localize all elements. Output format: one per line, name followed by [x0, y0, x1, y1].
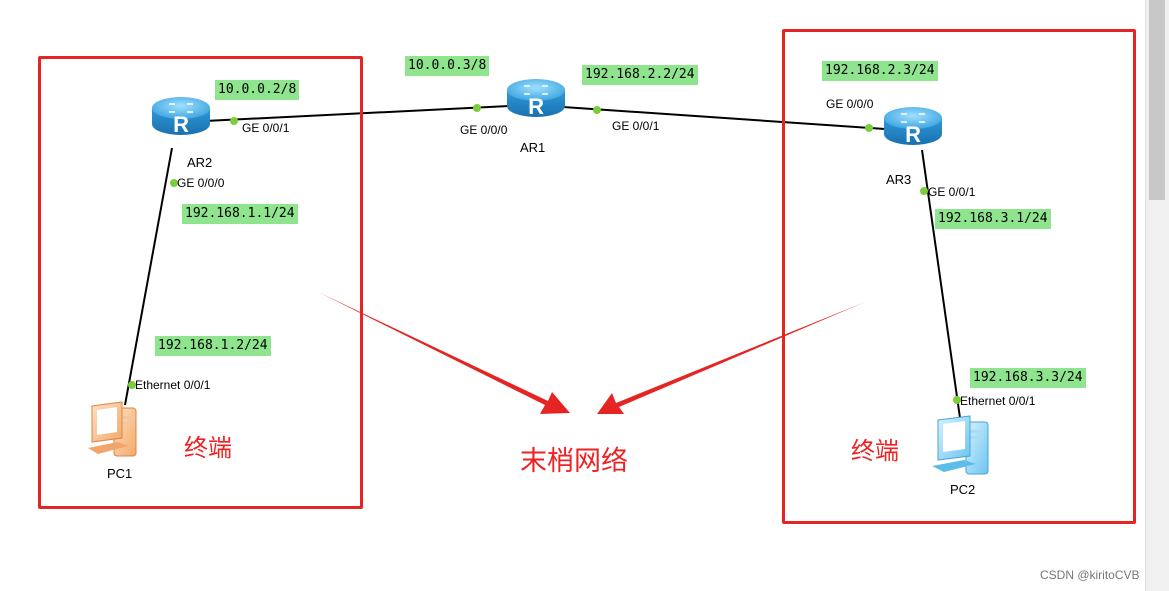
annotation-stub-network: 末梢网络	[520, 446, 628, 477]
arrow-left-to-stub	[318, 292, 570, 414]
link-ar2-ar1	[204, 105, 511, 122]
port-label-ar2-ge001: GE 0/0/1	[242, 121, 290, 135]
ip-label-ar3-ge001: 192.168.3.1/24	[935, 209, 1051, 229]
device-label-ar1: AR1	[520, 140, 546, 155]
ip-label-pc2-eth: 192.168.3.3/24	[970, 368, 1086, 388]
ip-label-ar3-ge000: 192.168.2.3/24	[822, 61, 938, 81]
pc2-icon[interactable]	[932, 415, 989, 475]
port-label-ar3-ge001: GE 0/0/1	[928, 185, 976, 199]
port-label-ar3-ge000: GE 0/0/0	[826, 97, 874, 111]
link-ar2-pc1	[124, 147, 173, 406]
annotation-right-terminal: 终端	[851, 437, 899, 465]
port-label-ar1-ge000: GE 0/0/0	[460, 123, 508, 137]
device-label-pc2: PC2	[950, 482, 976, 497]
pc1-icon[interactable]	[88, 401, 137, 457]
ip-label-ar2-ge000: 192.168.1.1/24	[182, 204, 298, 224]
port-label-ar1-ge001: GE 0/0/1	[612, 119, 660, 133]
ip-label-ar1-ge000: 10.0.0.3/8	[405, 56, 490, 76]
ip-label-pc1-eth: 192.168.1.2/24	[155, 336, 271, 356]
scrollbar-thumb[interactable]	[1149, 0, 1165, 200]
annotation-left-terminal: 终端	[184, 434, 232, 462]
right-terminal-box	[782, 29, 1136, 524]
left-terminal-box	[38, 56, 363, 509]
device-label-ar2: AR2	[187, 155, 213, 170]
port-dot-ar2-ge000	[170, 179, 178, 187]
port-label-ar2-ge000: GE 0/0/0	[177, 176, 225, 190]
link-ar1-ar3	[562, 106, 886, 130]
router-ar1-icon[interactable]	[506, 78, 566, 120]
ip-label-ar2-ge001: 10.0.0.2/8	[215, 80, 300, 100]
port-dot-ar3-ge001	[920, 187, 928, 195]
device-label-pc1: PC1	[107, 466, 133, 481]
watermark: CSDN @kiritoCVB	[1040, 568, 1140, 582]
link-ar3-pc2	[921, 149, 961, 419]
port-dot-ar2-ge001	[230, 117, 238, 125]
port-label-pc1-eth: Ethernet 0/0/1	[135, 378, 211, 392]
port-dot-pc1-eth	[128, 381, 136, 389]
device-label-ar3: AR3	[886, 172, 912, 187]
port-label-pc2-eth: Ethernet 0/0/1	[960, 394, 1036, 408]
port-dot-pc2-eth	[953, 396, 961, 404]
port-dot-ar3-ge000	[865, 124, 873, 132]
port-dot-ar1-ge001	[593, 106, 601, 114]
arrow-right-to-stub	[597, 302, 865, 414]
ip-label-ar1-ge001: 192.168.2.2/24	[582, 65, 698, 85]
port-dot-ar1-ge000	[473, 104, 481, 112]
